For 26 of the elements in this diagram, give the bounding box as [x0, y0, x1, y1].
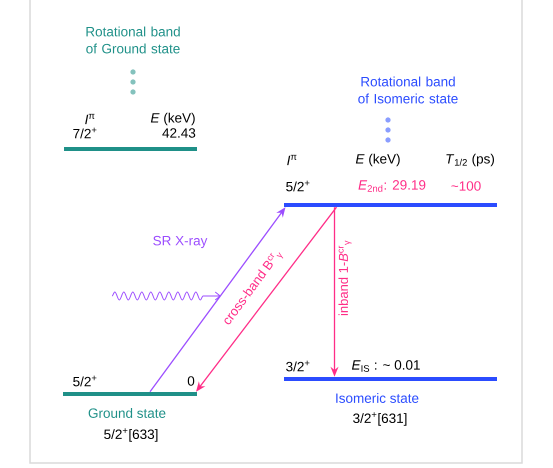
energy-level [63, 392, 197, 396]
state-label: Isomeric state [336, 393, 418, 403]
spin-parity-label: 5/2$^{+}$ [286, 180, 310, 192]
column-header: I$^{π}$ [287, 154, 296, 166]
column-header: I$^{π}$ [85, 114, 94, 124]
configuration-label: 5/2$^{+}$[633] [104, 428, 158, 442]
spin-parity-label: 7/2$^{+}$ [73, 128, 96, 138]
spin-parity-label: 5/2$^{+}$ [73, 376, 96, 386]
energy-value: E$_{IS}$ : ~ 0.01 [352, 360, 420, 372]
column-header: T$_{1/2}$ (ps) [446, 154, 494, 166]
state-label: Ground state [88, 408, 166, 418]
energy-level [64, 147, 197, 151]
column-header: E (keV) [356, 154, 400, 166]
configuration-label: 3/2$^{+}$[631] [353, 412, 406, 426]
energy-level [284, 203, 497, 207]
half-life-value: ~100 [451, 181, 481, 191]
edge-label: inband 1-B$^{cr}$γ [338, 240, 352, 316]
energy-value: E$_{2nd}$: 29.19 [358, 180, 426, 192]
band-title: Rotational band of Ground state [86, 26, 180, 54]
energy-value: 0 [188, 376, 194, 386]
energy-value: 42.43 [162, 128, 196, 138]
band-title: Rotational band of Isomeric state [358, 76, 458, 104]
energy-level [284, 377, 497, 381]
column-header: E (keV) [150, 112, 195, 126]
spin-parity-label: 3/2$^{+}$ [286, 360, 310, 372]
beam-label: SR X-ray [153, 236, 208, 248]
